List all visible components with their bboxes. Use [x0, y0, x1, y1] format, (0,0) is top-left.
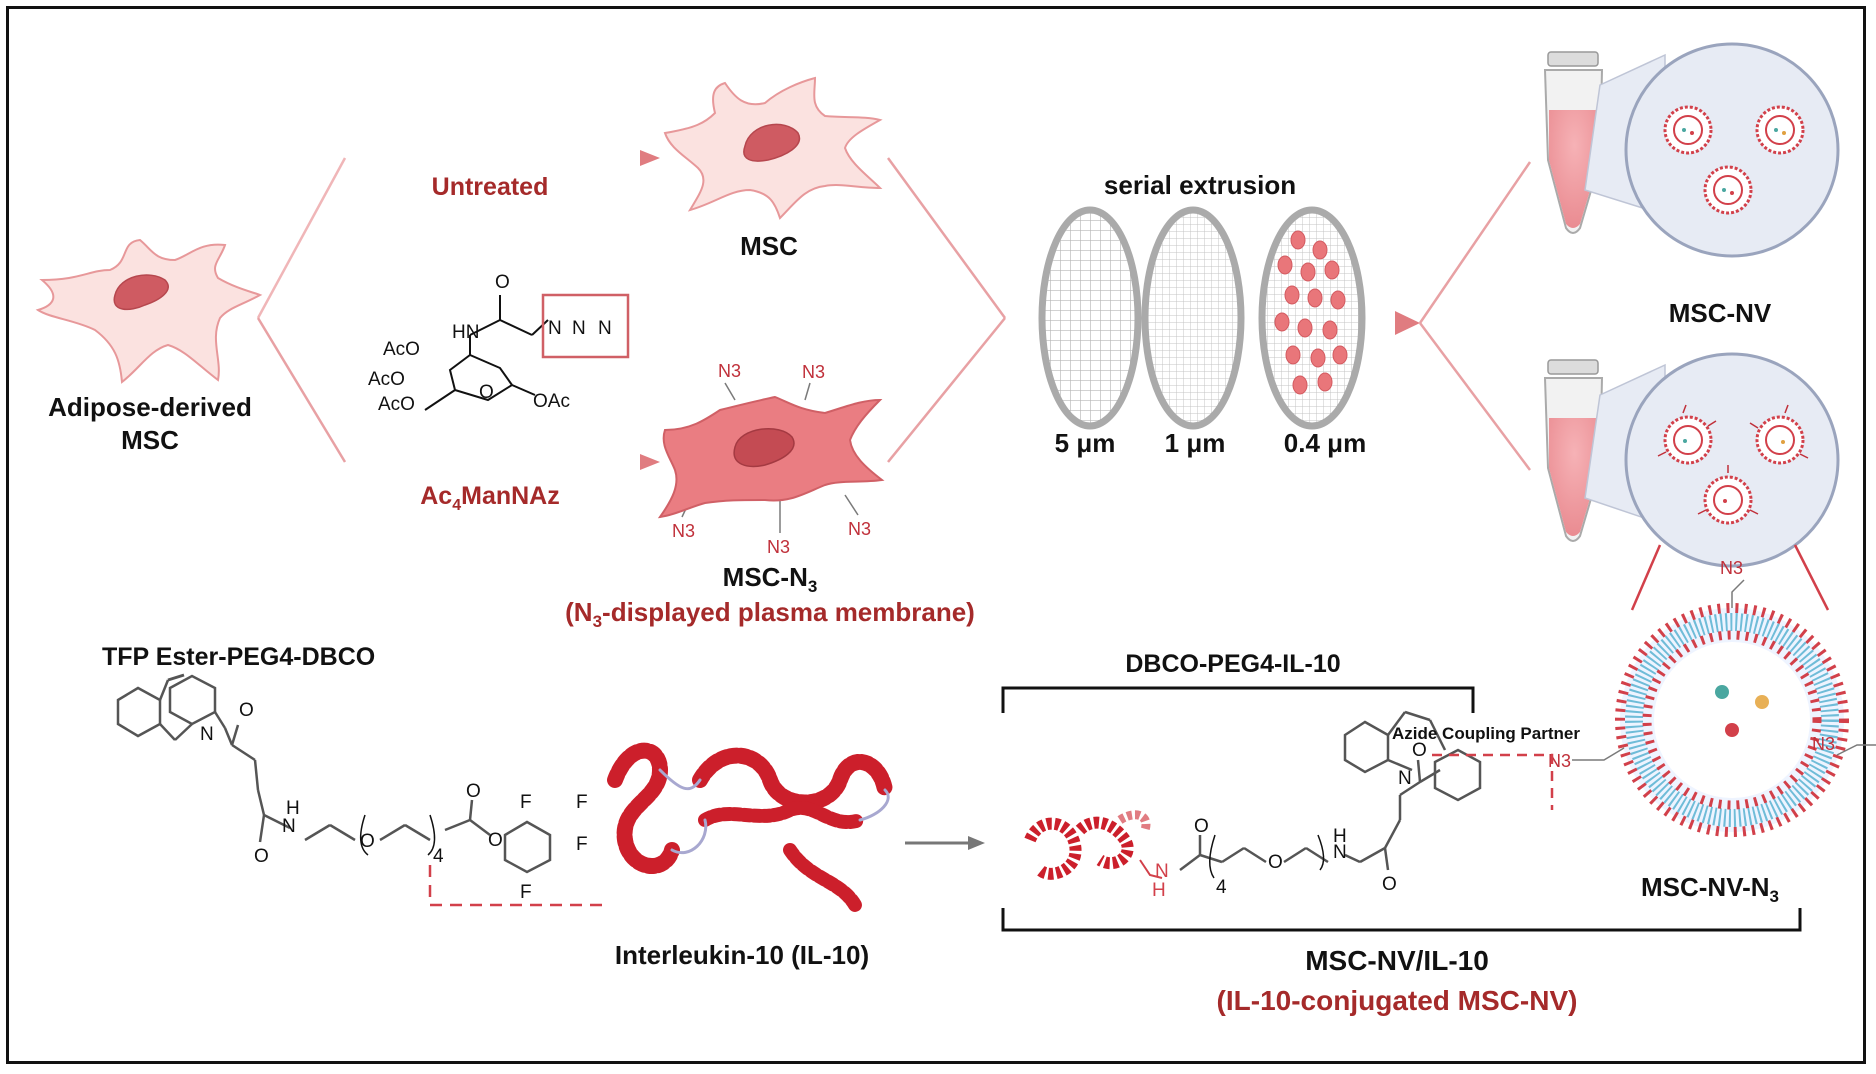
label-adipose-msc-line2: MSC	[121, 425, 179, 455]
branch-line-down	[256, 317, 347, 463]
ac4mannaz-structure	[424, 293, 630, 411]
msc-cell	[663, 76, 883, 220]
chem-ring-o: O	[479, 382, 494, 403]
conj-o-3: O	[1412, 740, 1427, 761]
split-line-up	[1418, 161, 1532, 324]
label-msc-nv: MSC-NV	[1668, 298, 1772, 328]
chem-azide-n2: N	[572, 318, 586, 339]
tfp-o-1: O	[239, 700, 254, 721]
conj-o-2: O	[1382, 874, 1397, 895]
label-msc-n3: MSC-N3	[722, 562, 818, 597]
arrowhead-ac4mannaz	[640, 454, 660, 470]
n3-tag-2: N3	[802, 362, 825, 382]
label-pore-04um: 0.4 μm	[1283, 428, 1367, 458]
n3-tag-5: N3	[848, 519, 871, 539]
zoom-vesicle-lines	[1630, 544, 1830, 611]
adipose-msc-cell	[35, 238, 263, 384]
label-msc-nv-il10: MSC-NV/IL-10	[1305, 945, 1489, 976]
label-msc: MSC	[740, 231, 798, 261]
tfp-o-3: O	[466, 781, 481, 802]
msc-nv-n3-vesicle	[1572, 579, 1876, 837]
tfp-f-3: F	[520, 882, 532, 903]
n3-tag-4: N3	[767, 537, 790, 557]
tfp-o-ether: O	[360, 831, 375, 852]
tfp-o-2: O	[254, 846, 269, 867]
n3-tag-vesicle-right: N3	[1812, 734, 1835, 754]
branch-line-up	[256, 157, 347, 319]
label-adipose-msc-line1: Adipose-derived	[48, 392, 252, 422]
conj-h: H	[1152, 880, 1166, 901]
chem-o-carbonyl: O	[495, 272, 510, 293]
split-line-down	[1418, 322, 1532, 471]
label-il10-conjugated: (IL-10-conjugated MSC-NV)	[1216, 985, 1578, 1016]
dbco-peg4-il10-structure	[1024, 710, 1482, 880]
chem-azide-n1: N	[548, 318, 562, 339]
n3-tag-vesicle-left: N3	[1548, 751, 1571, 771]
label-ac4mannaz: Ac4ManNAz	[420, 482, 560, 514]
conj-o-1: O	[1194, 816, 1209, 837]
chem-aco-1: AcO	[383, 339, 420, 360]
tfp-nh: N	[282, 816, 296, 837]
label-untreated: Untreated	[431, 173, 549, 201]
n3-tag-3: N3	[672, 521, 695, 541]
chem-oac: OAc	[533, 391, 570, 412]
azide-coupling-dashed-link	[1432, 753, 1554, 810]
chem-azide-n3: N	[598, 318, 612, 339]
conj-nh: N	[1155, 861, 1169, 882]
label-dbco-peg4-il10: DBCO-PEG4-IL-10	[1125, 650, 1341, 678]
il10-arrowhead	[968, 836, 985, 850]
tfp-n: N	[200, 724, 214, 745]
membrane-5um	[1038, 206, 1142, 430]
tfp-f-4: F	[576, 834, 588, 855]
tfp-h: H	[286, 798, 300, 819]
msc-nv-il10-bracket	[1001, 908, 1802, 932]
membrane-1um	[1141, 206, 1245, 430]
merge-line-up	[886, 157, 1007, 319]
tfp-ester-peg4-dbco-structure	[116, 673, 552, 874]
dbco-bracket-top	[1001, 686, 1475, 713]
label-pore-1um: 1 μm	[1164, 428, 1226, 458]
tube-msc-nv-n3	[1543, 359, 1604, 542]
zoom-circle-2	[1624, 352, 1840, 568]
label-n3-displayed-membrane: (N3-displayed plasma membrane)	[565, 597, 975, 632]
conj-n: N	[1398, 768, 1412, 789]
conj-sub-4: 4	[1216, 877, 1227, 898]
il10-protein	[607, 742, 893, 912]
arrowhead-untreated	[640, 150, 660, 166]
chem-aco-2: AcO	[368, 369, 405, 390]
nanovesicles-plain	[1663, 105, 1805, 215]
conj-h-2: H	[1333, 826, 1347, 847]
tfp-f-2: F	[576, 792, 588, 813]
msc-n3-cell: N3 N3 N3 N3 N3	[657, 361, 885, 557]
tube-msc-nv	[1543, 51, 1604, 234]
tfp-sub-4: 4	[433, 846, 444, 867]
nanovesicles-azide	[1657, 404, 1809, 525]
label-azide-coupling-partner: Azide Coupling Partner	[1392, 724, 1580, 743]
extrusion-arrowhead	[1395, 311, 1420, 335]
tfp-il10-dashed-link	[428, 865, 610, 907]
label-msc-nv-n3: MSC-NV-N3	[1640, 872, 1780, 907]
n3-tag-1: N3	[718, 361, 741, 381]
chem-aco-3: AcO	[378, 394, 415, 415]
figure-border	[6, 6, 1866, 1064]
membrane-04um	[1258, 206, 1366, 430]
label-tfp-ester: TFP Ester-PEG4-DBCO	[102, 643, 376, 671]
chem-hn: HN	[452, 322, 479, 343]
conj-nh-2: N	[1333, 842, 1347, 863]
n3-tag-vesicle-top: N3	[1720, 558, 1743, 578]
label-interleukin-10: Interleukin-10 (IL-10)	[614, 940, 870, 970]
label-serial-extrusion: serial extrusion	[1103, 170, 1297, 200]
conj-o-ether: O	[1268, 852, 1283, 873]
tfp-o-ester: O	[488, 830, 503, 851]
label-pore-5um: 5 μm	[1054, 428, 1116, 458]
merge-line-down	[887, 317, 1006, 463]
tfp-f-1: F	[520, 792, 532, 813]
zoom-circle-1	[1624, 42, 1840, 258]
